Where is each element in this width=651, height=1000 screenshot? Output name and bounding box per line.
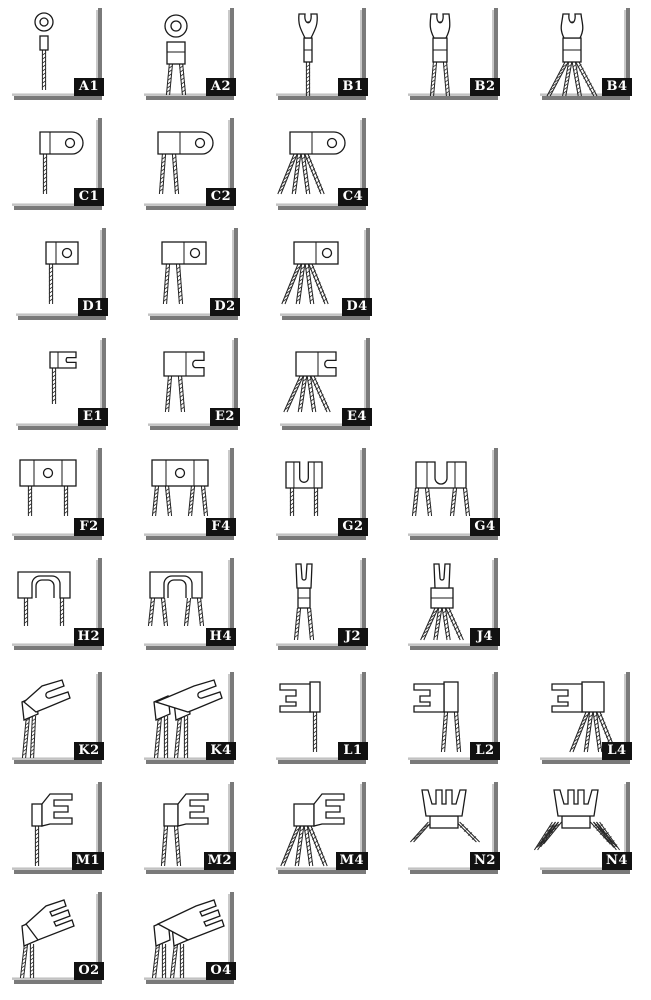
terminal-ring-illustration	[144, 8, 234, 100]
terminal-code-label: N4	[602, 852, 632, 870]
terminal-fork-illustration	[540, 8, 630, 100]
terminal-n2: N2	[406, 782, 502, 874]
terminal-f2: F2	[10, 448, 106, 540]
terminal-flag-hook-illustration	[280, 338, 370, 430]
terminal-code-label: M2	[203, 852, 236, 870]
terminal-flag-hook-illustration	[16, 338, 106, 430]
terminal-ring-illustration	[12, 8, 102, 100]
terminal-l2: L2	[406, 672, 502, 764]
terminal-angled-fork-illustration	[144, 672, 234, 764]
terminal-b4: B4	[538, 8, 634, 100]
terminal-side-fork-illustration	[276, 672, 366, 764]
terminal-code-label: B4	[602, 78, 632, 96]
terminal-g2: G2	[274, 448, 370, 540]
terminal-code-label: K2	[74, 742, 104, 760]
terminal-flag-square-illustration	[280, 228, 370, 320]
terminal-k4: K4	[142, 672, 238, 764]
terminal-o4: O4	[142, 892, 238, 984]
terminal-side-double-fork-illustration	[144, 782, 234, 874]
terminal-angled-fork-illustration	[12, 672, 102, 764]
terminal-triple-fork-illustration	[533, 782, 630, 874]
terminal-a2: A2	[142, 8, 238, 100]
terminal-c2: C2	[142, 118, 238, 210]
terminal-bridge-hole-illustration	[144, 448, 234, 540]
terminal-b1: B1	[274, 8, 370, 100]
terminal-flag-hook-illustration	[148, 338, 238, 430]
terminal-code-label: O4	[206, 962, 236, 980]
terminal-flag-square-illustration	[16, 228, 106, 320]
terminal-code-label: H4	[205, 628, 236, 646]
terminal-code-label: E1	[78, 408, 108, 426]
terminal-code-label: G2	[338, 518, 368, 536]
terminal-fork-long-illustration	[408, 558, 498, 650]
terminal-side-double-fork-illustration	[276, 782, 366, 874]
terminal-bridge-arch-illustration	[12, 558, 102, 650]
terminal-flag-ring-illustration	[144, 118, 234, 210]
terminal-m2: M2	[142, 782, 238, 874]
terminal-angled-double-fork-illustration	[12, 892, 102, 984]
terminal-l4: L4	[538, 672, 634, 764]
terminal-h4: H4	[142, 558, 238, 650]
terminal-bridge-slot-illustration	[408, 448, 498, 540]
terminal-code-label: A2	[206, 78, 236, 96]
terminal-c1: C1	[10, 118, 106, 210]
terminal-code-label: J4	[470, 628, 500, 646]
terminal-code-label: D2	[210, 298, 240, 316]
terminal-e2: E2	[146, 338, 242, 430]
terminal-code-label: G4	[470, 518, 500, 536]
terminal-code-label: E4	[342, 408, 372, 426]
terminal-l1: L1	[274, 672, 370, 764]
terminal-h2: H2	[10, 558, 106, 650]
terminal-n4: N4	[533, 782, 634, 874]
terminal-e1: E1	[14, 338, 110, 430]
terminal-code-label: F2	[74, 518, 104, 536]
terminal-code-label: L2	[470, 742, 500, 760]
terminal-code-label: C1	[74, 188, 104, 206]
terminal-d1: D1	[14, 228, 110, 320]
terminal-code-label: F4	[206, 518, 236, 536]
terminal-m1: M1	[10, 782, 106, 874]
terminal-j2: J2	[274, 558, 370, 650]
terminal-o2: O2	[10, 892, 106, 984]
terminal-code-label: K4	[206, 742, 236, 760]
terminal-bridge-arch-illustration	[144, 558, 234, 650]
terminal-k2: K2	[10, 672, 106, 764]
terminal-code-label: A1	[74, 78, 104, 96]
terminal-side-double-fork-illustration	[12, 782, 102, 874]
terminal-c4: C4	[274, 118, 370, 210]
terminal-side-fork-illustration	[540, 672, 630, 764]
terminal-angled-double-fork-illustration	[144, 892, 234, 984]
terminal-a1: A1	[10, 8, 106, 100]
terminal-fork-long-illustration	[276, 558, 366, 650]
terminal-code-label: O2	[74, 962, 104, 980]
terminal-code-label: N2	[470, 852, 500, 870]
terminal-code-label: M4	[335, 852, 368, 870]
terminal-g4: G4	[406, 448, 502, 540]
terminal-code-label: M1	[71, 852, 104, 870]
terminal-code-label: H2	[73, 628, 104, 646]
terminal-code-label: J2	[338, 628, 368, 646]
terminal-triple-fork-illustration	[408, 782, 498, 874]
terminal-b2: B2	[406, 8, 502, 100]
terminal-code-label: D4	[342, 298, 372, 316]
terminal-code-label: B2	[470, 78, 500, 96]
terminal-flag-ring-illustration	[12, 118, 102, 210]
terminal-j4: J4	[406, 558, 502, 650]
terminal-code-label: C4	[338, 188, 368, 206]
terminal-m4: M4	[274, 782, 370, 874]
terminal-code-label: L4	[602, 742, 632, 760]
terminal-f4: F4	[142, 448, 238, 540]
terminal-code-label: B1	[338, 78, 368, 96]
terminal-bridge-hole-illustration	[12, 448, 102, 540]
terminal-fork-illustration	[408, 8, 498, 100]
terminal-d4: D4	[278, 228, 374, 320]
terminal-d2: D2	[146, 228, 242, 320]
terminal-code-label: D1	[78, 298, 108, 316]
terminal-flag-ring-illustration	[276, 118, 366, 210]
terminal-e4: E4	[278, 338, 374, 430]
terminal-code-label: E2	[210, 408, 240, 426]
terminal-code-label: L1	[338, 742, 368, 760]
terminal-code-label: C2	[206, 188, 236, 206]
